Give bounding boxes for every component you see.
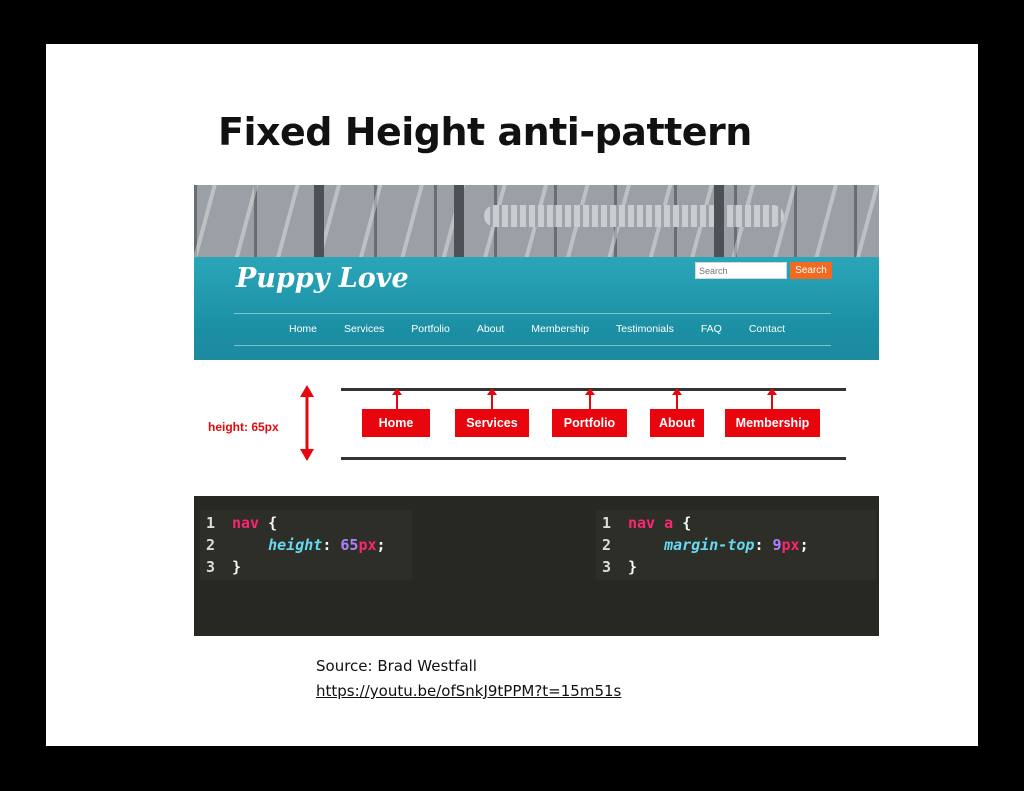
arrow-up-icon	[767, 388, 777, 409]
site-logo[interactable]: Puppy Love	[236, 263, 409, 294]
double-arrow-icon	[300, 385, 314, 461]
diagram-button-portfolio: Portfolio	[552, 409, 627, 437]
site-nav: Home Services Portfolio About Membership…	[289, 323, 812, 335]
nav-bottom-rail	[341, 457, 846, 460]
arrow-up-icon	[672, 388, 682, 409]
diagram-button-about: About	[650, 409, 704, 437]
site-header: Puppy Love Search Home Services Portfoli…	[194, 257, 879, 360]
height-diagram: height: 65px Home Services Portfolio Abo…	[194, 379, 879, 474]
nav-divider-bottom	[234, 345, 831, 346]
source-citation: Source: Brad Westfall https://youtu.be/o…	[316, 654, 621, 704]
arrow-up-icon	[585, 388, 595, 409]
search-input[interactable]	[695, 262, 787, 279]
nav-divider-top	[234, 313, 831, 314]
nav-item-home[interactable]: Home	[289, 323, 318, 335]
diagram-button-home: Home	[362, 409, 430, 437]
nav-item-contact[interactable]: Contact	[748, 323, 786, 335]
slide-title: Fixed Height anti-pattern	[218, 110, 752, 154]
source-label: Source: Brad Westfall	[316, 657, 477, 675]
nav-item-testimonials[interactable]: Testimonials	[616, 323, 674, 335]
arrow-up-icon	[487, 388, 497, 409]
search-button[interactable]: Search	[790, 262, 832, 279]
diagram-button-services: Services	[455, 409, 529, 437]
slide: Fixed Height anti-pattern Puppy Love Sea…	[46, 44, 978, 746]
nav-item-services[interactable]: Services	[344, 323, 385, 335]
website-screenshot: Puppy Love Search Home Services Portfoli…	[194, 185, 879, 360]
ceiling-photo	[194, 185, 879, 257]
nav-item-membership[interactable]: Membership	[531, 323, 590, 335]
diagram-button-membership: Membership	[725, 409, 820, 437]
nav-item-about[interactable]: About	[476, 323, 505, 335]
source-link[interactable]: https://youtu.be/ofSnkJ9tPPM?t=15m51s	[316, 682, 622, 700]
nav-item-portfolio[interactable]: Portfolio	[411, 323, 450, 335]
nav-item-faq[interactable]: FAQ	[700, 323, 722, 335]
height-label: height: 65px	[208, 420, 279, 434]
arrow-up-icon	[392, 388, 402, 409]
